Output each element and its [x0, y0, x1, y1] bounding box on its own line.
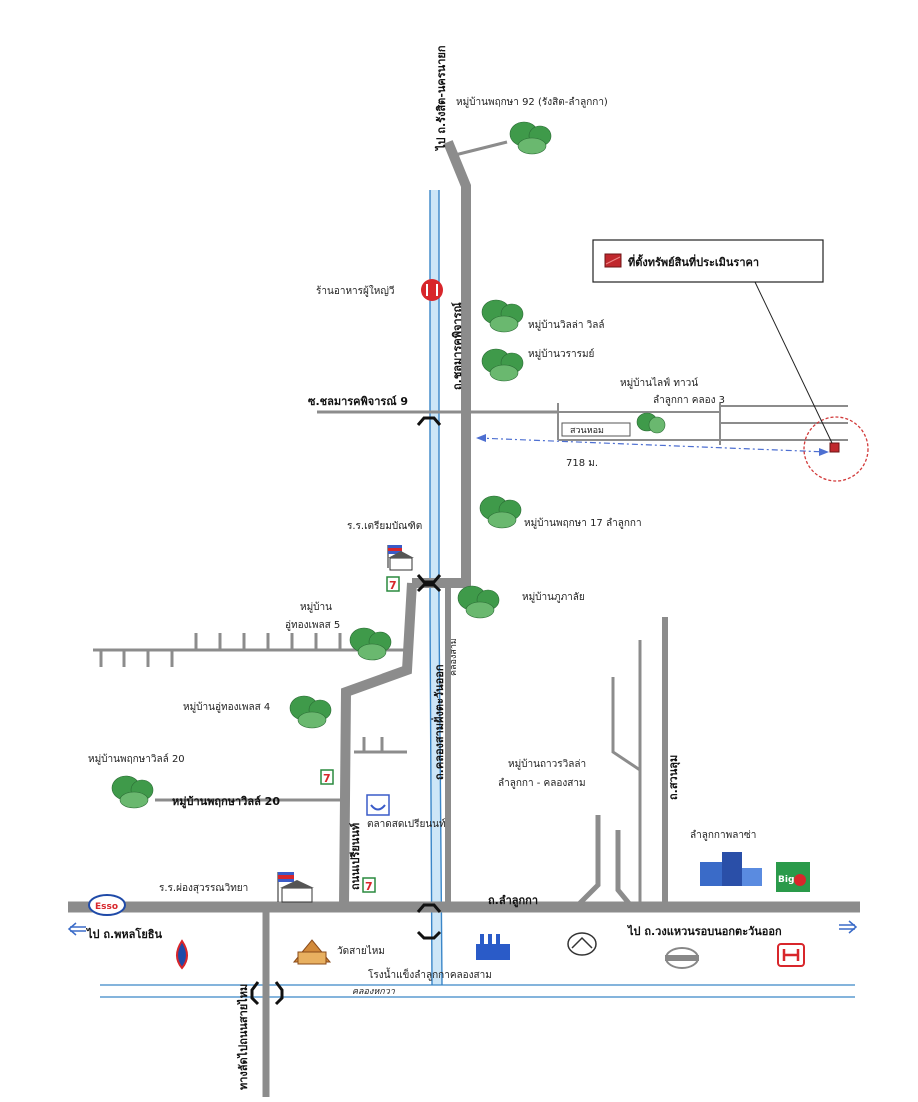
place-pruksa-92: หมู่บ้านพฤกษา 92 (รังสิต-ลำลูกกา) [456, 96, 608, 108]
esso-logo: Esso [88, 894, 126, 916]
esso-label: Esso [95, 902, 118, 912]
restaurant-icon [421, 279, 443, 301]
place-restaurant: ร้านอาหารผู้ใหญ่วี [316, 285, 395, 297]
suan-hom-label: สวนหอม [570, 426, 604, 436]
place-ruthong-5-b: อู่ทองเพลส 5 [285, 620, 340, 631]
convenience-store-icon: 7 7 7 [320, 576, 400, 893]
legend-box: ที่ตั้งทรัพย์สินที่ประเมินราคา [592, 239, 824, 283]
road-label-to-phahonyothin: ไป ถ.พหลโยธิน [85, 927, 162, 941]
place-villa-ville: หมู่บ้านวิลล่า วิลล์ [528, 319, 605, 331]
place-lam-luk-ka-plaza: ลำลูกกาพลาซ่า [690, 830, 756, 841]
road-label-chonmarkpijarn: ถ.ชลมารคพิจารณ์ [451, 301, 464, 390]
place-market: ตลาดสดเปรียนนท์ [367, 818, 446, 830]
place-triam-bandit: ร.ร.เตรียมบัณฑิต [347, 520, 422, 532]
place-life-town-2: ลำลูกกา คลอง 3 [653, 395, 725, 406]
place-pruksa-17: หมู่บ้านพฤกษา 17 ลำลูกกา [524, 517, 642, 529]
factory-icon [476, 934, 510, 960]
place-pruksa-ville-20-b: หมู่บ้านพฤกษาวิลล์ 20 [172, 795, 280, 809]
place-thavorn-villa-1: หมู่บ้านถาวรวิลล่า [508, 758, 586, 770]
school-icon [387, 545, 414, 571]
place-life-town-1: หมู่บ้านไลฟ์ ทาวน์ [620, 377, 698, 389]
place-ice-factory: โรงน้ำแข็งลำลูกกาคลองสาม [368, 967, 492, 981]
life-town-streets [557, 403, 848, 445]
bigc-logo: Big C [776, 862, 810, 892]
road-label-to-sai-mai: ทางลัดไปถนนสายไหม [236, 984, 250, 1090]
main-canal [429, 190, 443, 986]
mazda-logo [567, 932, 597, 956]
place-ruthong-5-a: หมู่บ้าน [300, 601, 332, 613]
tree-icon [111, 121, 666, 809]
svg-text:7: 7 [323, 772, 331, 785]
place-ruthong-4: หมู่บ้านอู่ทองเพลส 4 [183, 701, 270, 713]
road-label-rangsit-nakhon-nayok: ไป ถ.รังสิต-นครนายก [434, 45, 448, 152]
place-phupha: หมู่บ้านภูภาลัย [522, 591, 585, 603]
distance-measure [476, 434, 829, 456]
temple-icon [292, 939, 332, 965]
legend-label: ที่ตั้งทรัพย์สินที่ประเมินราคา [628, 254, 759, 269]
place-wat-sai-mai: วัดสายไหม [337, 945, 385, 957]
place-pruksa-ville-20-a: หมู่บ้านพฤกษาวิลล์ 20 [88, 753, 185, 765]
canal-label-khlong-hok-wa: คลองหกวา [352, 987, 396, 997]
place-thavorn-villa-2: ลำลูกกา - คลองสาม [498, 778, 586, 789]
plaza-building-icon [700, 852, 762, 886]
road-label-soi-9: ซ.ชลมารคพิจารณ์ 9 [308, 395, 408, 408]
svg-text:7: 7 [389, 579, 397, 592]
road-label-khlong-sam: คลองสาม [449, 638, 459, 676]
property-marker [754, 281, 869, 482]
west-arrow-icon [67, 922, 86, 936]
bigc-label: Big C [778, 875, 805, 885]
place-school-phong: ร.ร.ผ่องสุวรรณวิทยา [159, 883, 248, 894]
road-label-lam-luk-ka: ถ.ลำลูกกา [488, 894, 538, 908]
bridge-markers [250, 416, 442, 1006]
fuel-station-icon [176, 939, 188, 970]
road-label-khlong-sam-east: ถ.คลองสามฝั่งตะวันออก [431, 664, 446, 780]
distance-label: 718 ม. [566, 458, 598, 469]
khlong-hok-wa-canal [100, 984, 855, 998]
place-warom: หมู่บ้านวรารมย์ [528, 348, 594, 360]
svg-text:7: 7 [365, 880, 373, 893]
east-arrow-icon [839, 920, 858, 934]
road-label-suan-lum: ถ.สวนลุม [667, 755, 681, 800]
market-icon [366, 794, 390, 816]
honda-logo [777, 943, 805, 967]
road-label-rob-prian: ถนนเปรียนนท์ [349, 823, 362, 890]
ruthong-5-side-streets [99, 633, 384, 752]
road-label-to-eastern-ring: ไป ถ.วงแหวนรอบนอกตะวันออก [626, 924, 782, 938]
nissan-logo [665, 947, 699, 969]
school-phong-icon [277, 872, 314, 903]
road-network [68, 140, 860, 1097]
